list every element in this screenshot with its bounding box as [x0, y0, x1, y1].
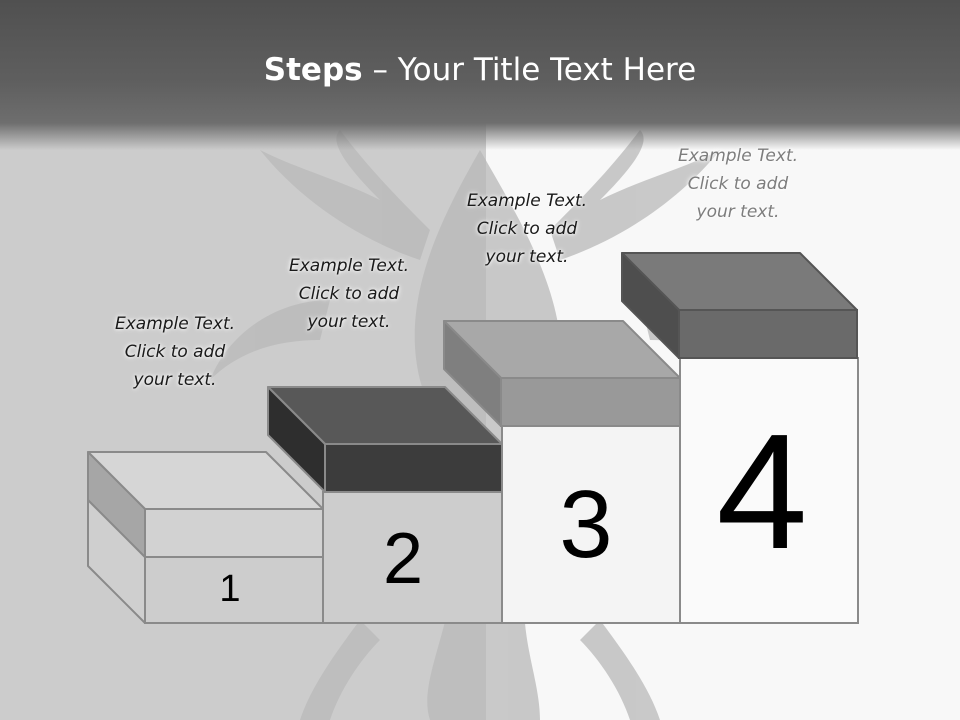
step-3-pillar-front: [501, 425, 681, 624]
step-2-text[interactable]: Example Text. Click to add your text.: [288, 256, 410, 332]
step-3-text[interactable]: Example Text. Click to add your text.: [466, 191, 588, 267]
step-4-lid-front: [678, 309, 858, 359]
step-1-lid-front: [144, 508, 324, 558]
step-2-lid-front: [324, 443, 503, 493]
step-4-number: 4: [716, 400, 808, 583]
step-1-number: 1: [219, 568, 241, 610]
slide-title-bold: Steps: [263, 52, 363, 88]
step-2-number: 2: [382, 519, 424, 599]
step-3-number: 3: [559, 471, 613, 578]
step-1-block[interactable]: [87, 451, 324, 624]
step-4-text[interactable]: Example Text. Click to add your text.: [677, 146, 799, 222]
slide-title-rest: – Your Title Text Here: [362, 52, 697, 88]
slide-title[interactable]: Steps – Your Title Text Here: [0, 52, 960, 88]
title-bar: Steps – Your Title Text Here: [0, 0, 960, 150]
step-3-lid-front: [500, 377, 681, 427]
step-4-block[interactable]: [621, 252, 859, 624]
step-4-pillar-front: [679, 357, 859, 624]
step-2-block[interactable]: [267, 386, 503, 624]
step-2-pillar-front: [322, 491, 503, 624]
step-3-block[interactable]: [443, 320, 681, 624]
step-1-text[interactable]: Example Text. Click to add your text.: [114, 314, 236, 390]
